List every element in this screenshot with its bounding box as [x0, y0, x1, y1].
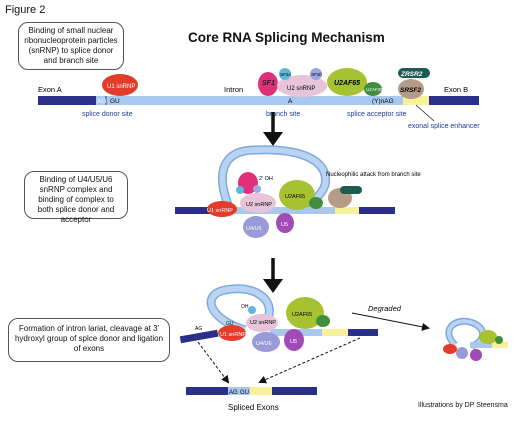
zrsr2-label: ZRSR2: [400, 71, 423, 78]
u2-label-3: U2 snRNP: [250, 320, 276, 326]
step1-gene: [38, 96, 479, 105]
exon-b-label: Exon B: [444, 85, 468, 94]
degraded-arrow: [351, 312, 430, 331]
sf3a-blob: [279, 68, 291, 80]
u2af65-label: U2AF65: [334, 80, 360, 87]
enhancer-block: [403, 96, 429, 105]
u2af65-blob-3: [286, 297, 324, 329]
exon-a-ag-box: [96, 96, 107, 105]
sf3a-label: SF3a: [280, 72, 291, 77]
u4u6-blob-2: [243, 216, 269, 238]
yn-ag-label: (Y)nAG: [372, 98, 394, 105]
sf3b-label: SF3b: [311, 72, 322, 77]
u5-label-2: U5: [281, 222, 288, 228]
u2af35-label: U2AF35: [366, 87, 383, 92]
step2-note: Binding of U4/U5/U6 snRNP complex and bi…: [24, 171, 128, 224]
credit-text: Illustrations by DP Steensma: [418, 402, 508, 409]
u2-label-2: U2 snRNP: [246, 202, 272, 208]
ligation-arrow-right: [258, 337, 361, 384]
degraded-lariat: [443, 317, 508, 361]
diagram-title: Core RNA Splicing Mechanism: [188, 30, 385, 45]
u1-label-3: U1 snRNP: [220, 332, 246, 338]
sf1-blob: [258, 72, 278, 96]
zrsr2-blob: [398, 68, 430, 78]
u2af65-label-3: U2AF65: [292, 312, 312, 318]
u2-snrnp-blob: [277, 75, 327, 97]
step1-note: Binding of small nuclear ribonucleoprote…: [18, 22, 124, 70]
srsf2-label: SRSF2: [400, 87, 421, 94]
u4u6-label-2: U4/U6: [246, 226, 262, 232]
u1-label-2: U1 snRNP: [207, 208, 233, 214]
u2-blob-2: [240, 193, 276, 213]
ag-label-3: AG: [195, 326, 202, 332]
u4u6-blob-3: [252, 332, 280, 352]
u2af35-blob: [364, 82, 382, 96]
sf1-label: SF1: [262, 80, 275, 87]
u2-blob-3: [246, 314, 278, 332]
exon-b-block: [429, 96, 479, 105]
degraded-label: Degraded: [368, 304, 402, 313]
step2-down-arrow: [263, 279, 283, 293]
step3-note: Formation of intron lariat, cleavage at …: [8, 318, 170, 362]
step1-down-arrow: [263, 132, 283, 146]
u4u6-label-3: U4/U6: [256, 341, 272, 347]
u2af65-label-2: U2AF65: [285, 194, 305, 200]
u1-snrnp-blob: [102, 74, 138, 96]
nucleophilic-label: Nucleophilic attack from branch site: [326, 172, 421, 178]
figure-label: Figure 2: [5, 4, 46, 16]
gu-label: GU: [110, 98, 120, 105]
step3-lariat: [179, 284, 378, 352]
u2af65-blob: [327, 68, 367, 96]
u5-blob-2: [276, 213, 294, 233]
donor-site-label: splice donor site: [82, 111, 133, 118]
gu-label-3: GU: [226, 321, 234, 327]
exon-a-block: [38, 96, 96, 105]
u1-blob-3: [218, 325, 246, 341]
step2-complex: [175, 145, 395, 238]
intron-block: [107, 96, 403, 105]
acceptor-site-label: splice acceptor site: [347, 111, 407, 118]
u2-label: U2 snRNP: [287, 86, 315, 92]
u2af65-blob-2: [279, 180, 315, 210]
ligation-arrow-left: [197, 341, 230, 384]
exon-a-label: Exon A: [38, 85, 62, 94]
oh-label-3: OH: [241, 304, 249, 310]
u5-blob-3: [284, 329, 304, 351]
sf3b-blob: [310, 68, 322, 80]
branch-site-label: branch site: [266, 111, 300, 118]
u1-label: U1 snRNP: [107, 84, 135, 90]
u1-blob-2: [207, 201, 237, 217]
u5-label-3: U5: [290, 339, 297, 345]
ag-label: AG: [97, 98, 106, 105]
srsf2-blob: [398, 79, 424, 99]
intron-label: Intron: [224, 85, 243, 94]
oh-label-2: 2' OH: [259, 176, 273, 182]
branch-a-label: A: [288, 98, 293, 105]
spliced-ag-label: AG: [229, 390, 238, 396]
enhancer-label: exonal splice enhancer: [408, 123, 480, 130]
spliced-gu-label: GU: [240, 390, 249, 396]
spliced-exons-bar: [186, 387, 317, 395]
spliced-exons-label: Spliced Exons: [228, 403, 279, 412]
